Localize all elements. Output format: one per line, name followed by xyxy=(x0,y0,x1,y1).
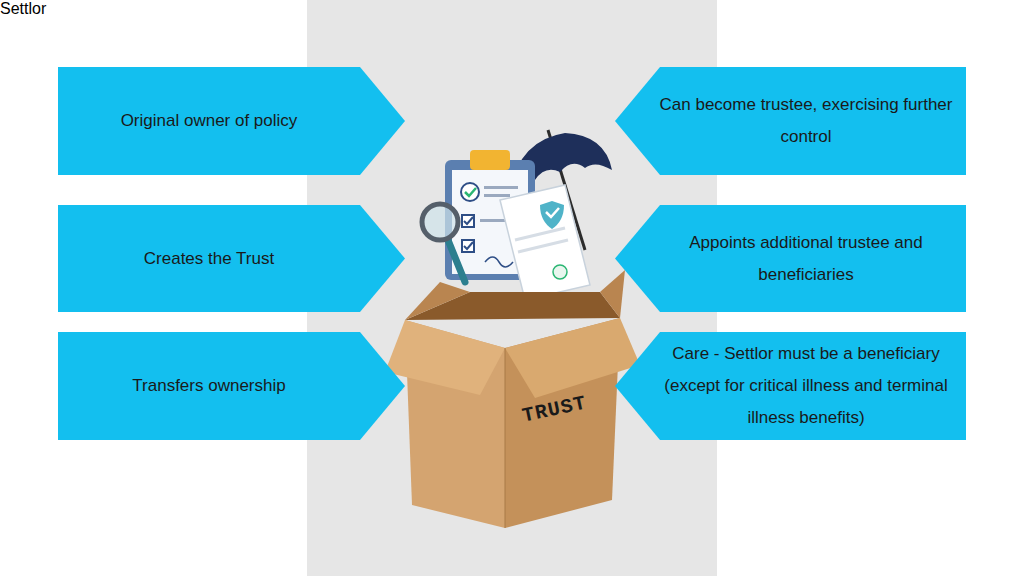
arrow-fill xyxy=(58,205,405,312)
cardboard-box xyxy=(385,270,640,528)
arrow-box: Creates the Trust xyxy=(58,205,405,312)
box-text: Care - Settlor must be a beneficiary (ex… xyxy=(652,338,960,434)
box-text-area: Care - Settlor must be a beneficiary (ex… xyxy=(652,336,960,436)
box-text-area: Original owner of policy xyxy=(70,71,348,171)
box-text: Creates the Trust xyxy=(144,243,274,275)
arrow-box: Appoints additional trustee and benefici… xyxy=(615,205,966,312)
title: Settlor xyxy=(0,0,300,18)
arrow-fill xyxy=(615,67,966,175)
policy-document-icon xyxy=(500,185,590,300)
box-text-area: Creates the Trust xyxy=(70,209,348,308)
box-text-area: Transfers ownership xyxy=(70,336,348,436)
box-text: Can become trustee, exercising further c… xyxy=(652,89,960,153)
box-text: Appoints additional trustee and benefici… xyxy=(652,227,960,291)
box-text: Transfers ownership xyxy=(132,370,285,402)
arrow-box: Original owner of policy xyxy=(58,67,405,175)
arrow-shape xyxy=(615,205,966,312)
box-text: Original owner of policy xyxy=(121,105,298,137)
arrow-fill xyxy=(58,332,405,440)
arrow-box: Care - Settlor must be a beneficiary (ex… xyxy=(615,332,966,440)
arrow-box: Can become trustee, exercising further c… xyxy=(615,67,966,175)
magnifier-icon xyxy=(422,204,465,282)
arrow-fill xyxy=(58,67,405,175)
arrow-fill xyxy=(615,332,966,440)
box-text-area: Appoints additional trustee and benefici… xyxy=(652,209,960,308)
arrow-box: Transfers ownership xyxy=(58,332,405,440)
arrow-fill xyxy=(615,205,966,312)
arrow-shape xyxy=(615,67,966,175)
box-text-area: Can become trustee, exercising further c… xyxy=(652,71,960,171)
